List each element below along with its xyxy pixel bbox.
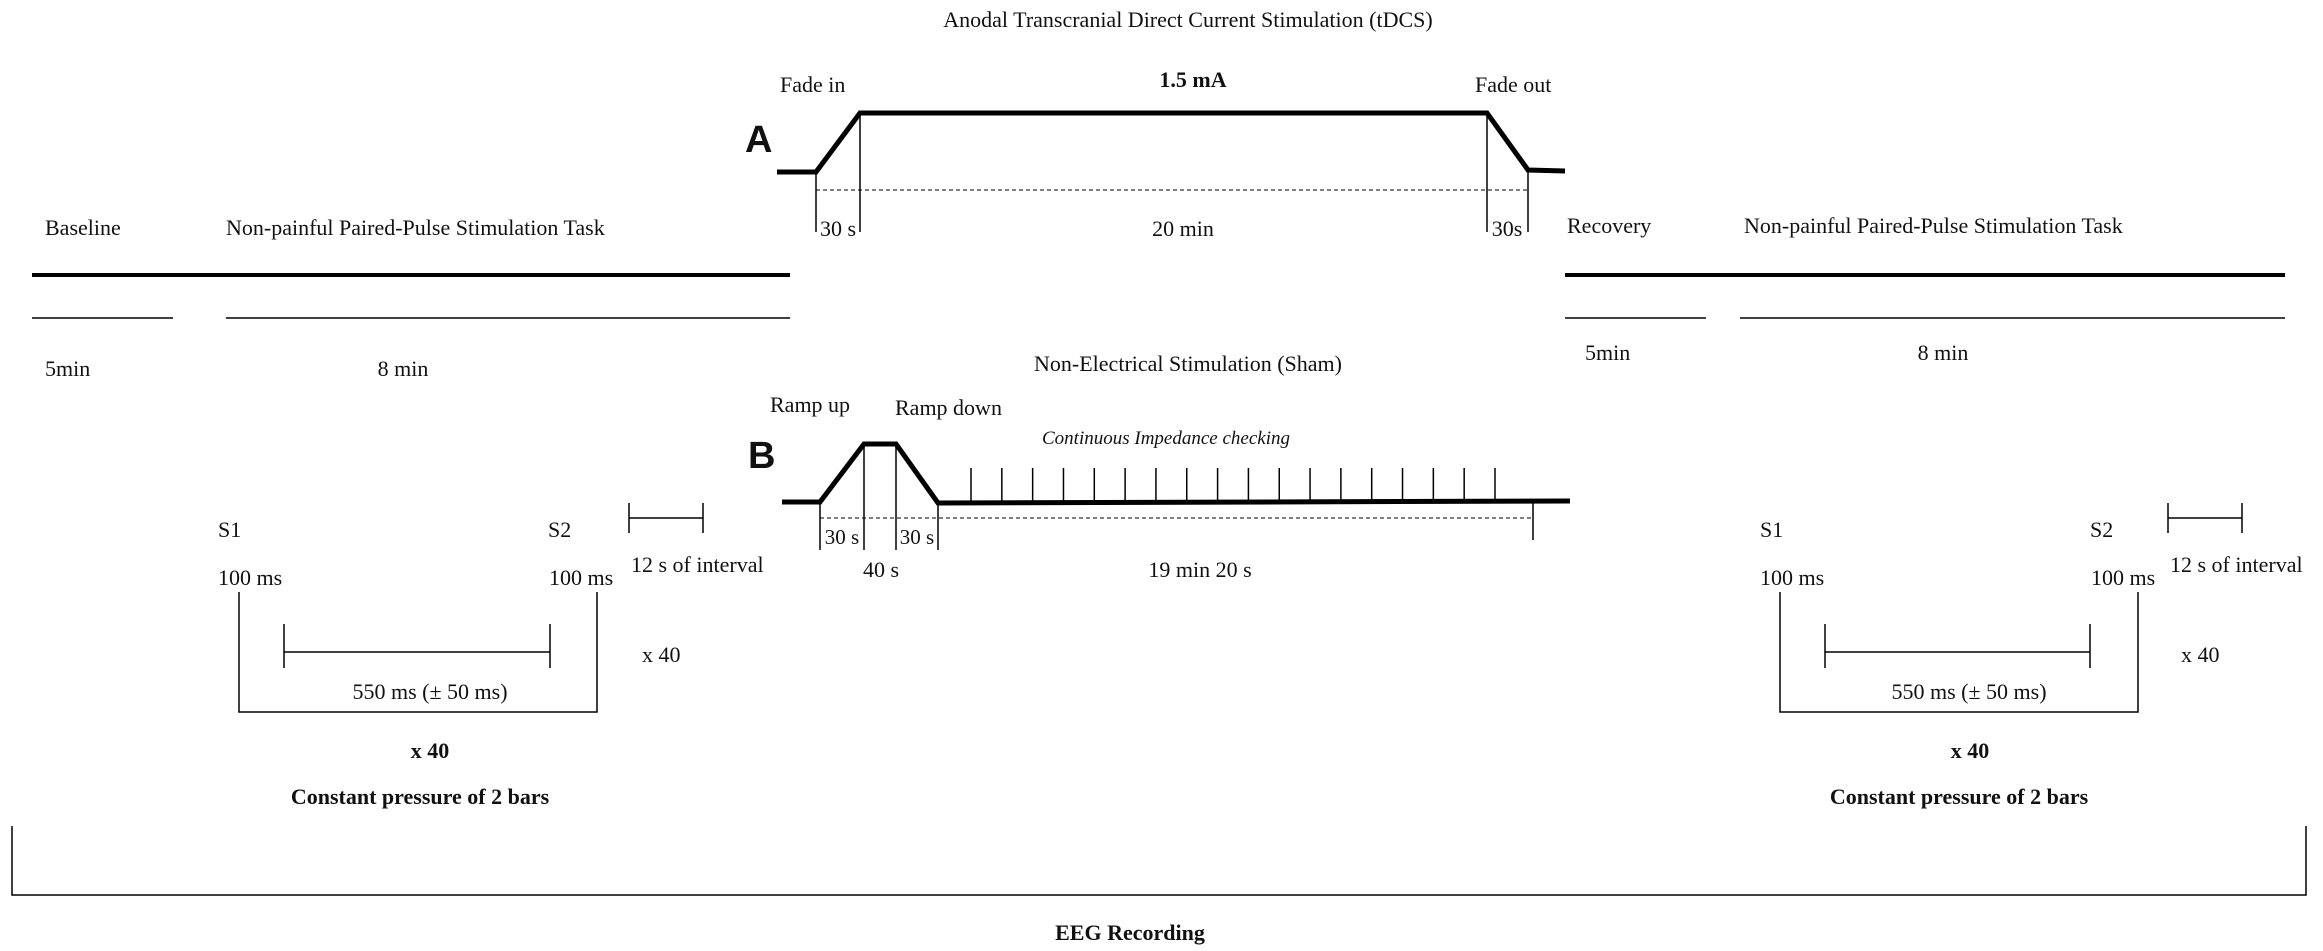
panel-a: A Fade in Fade out 1.5 mA 30 s 20 min 30… (745, 67, 1566, 241)
pre-s2-duration: 100 ms (549, 565, 613, 590)
pre-pulse-bracket (238, 592, 598, 713)
pre-task-label: Non-painful Paired-Pulse Stimulation Tas… (226, 215, 605, 240)
sham-title: Non-Electrical Stimulation (Sham) (1034, 351, 1342, 376)
post-repeat: x 40 (1951, 738, 1990, 763)
post-task-label: Non-painful Paired-Pulse Stimulation Tas… (1744, 213, 2123, 238)
pre-interval-label: 12 s of interval (631, 552, 764, 577)
ramp-up-label: Ramp up (770, 392, 850, 417)
tdcs-waveform (777, 110, 1566, 175)
plateau-duration: 20 min (1152, 216, 1214, 241)
post-s1-duration: 100 ms (1760, 565, 1824, 590)
pre-repeat: x 40 (411, 738, 450, 763)
eeg-bracket (11, 826, 2307, 896)
ramp-up-duration: 30 s (825, 525, 859, 549)
panel-b: B Ramp up Ramp down Continuous Impedance… (748, 392, 1571, 582)
pre-pressure: Constant pressure of 2 bars (291, 784, 550, 809)
pre-s1-label: S1 (218, 517, 241, 542)
post-pulse-bracket (1779, 592, 2139, 713)
panel-a-letter: A (745, 119, 772, 161)
post-isi-label: 550 ms (± 50 ms) (1891, 679, 2046, 704)
active-duration: 40 s (863, 557, 899, 582)
post-s2-duration: 100 ms (2091, 565, 2155, 590)
post-s1-label: S1 (1760, 517, 1783, 542)
baseline-duration: 5min (45, 356, 90, 381)
impedance-ticks (970, 468, 1496, 502)
fade-out-duration: 30s (1492, 216, 1523, 241)
baseline-label: Baseline (45, 215, 121, 240)
fade-in-duration: 30 s (820, 216, 856, 241)
pre-s2-label: S2 (548, 517, 571, 542)
pre-repeat-side: x 40 (642, 642, 681, 667)
post-pressure: Constant pressure of 2 bars (1830, 784, 2089, 809)
fade-in-label: Fade in (780, 72, 845, 97)
post-task-duration: 8 min (1918, 340, 1969, 365)
impedance-note: Continuous Impedance checking (1042, 428, 1290, 449)
ramp-down-label: Ramp down (895, 395, 1002, 420)
pre-task-duration: 8 min (378, 356, 429, 381)
current-label: 1.5 mA (1159, 67, 1226, 92)
sham-waveform (782, 441, 1571, 506)
post-s2-label: S2 (2090, 517, 2113, 542)
recovery-duration: 5min (1585, 340, 1630, 365)
eeg-label: EEG Recording (1055, 920, 1205, 945)
post-interval-label: 12 s of interval (2170, 552, 2303, 577)
panel-b-letter: B (748, 435, 775, 477)
post-repeat-side: x 40 (2181, 642, 2220, 667)
recovery-label: Recovery (1567, 213, 1651, 238)
post-block: Recovery Non-painful Paired-Pulse Stimul… (1565, 213, 2303, 809)
pre-s1-duration: 100 ms (218, 565, 282, 590)
ramp-down-duration: 30 s (900, 525, 934, 549)
tdcs-title: Anodal Transcranial Direct Current Stimu… (943, 7, 1432, 32)
pre-isi-label: 550 ms (± 50 ms) (352, 679, 507, 704)
pre-block: Baseline Non-painful Paired-Pulse Stimul… (32, 215, 790, 809)
fade-out-label: Fade out (1475, 72, 1551, 97)
remaining-duration: 19 min 20 s (1148, 557, 1251, 582)
